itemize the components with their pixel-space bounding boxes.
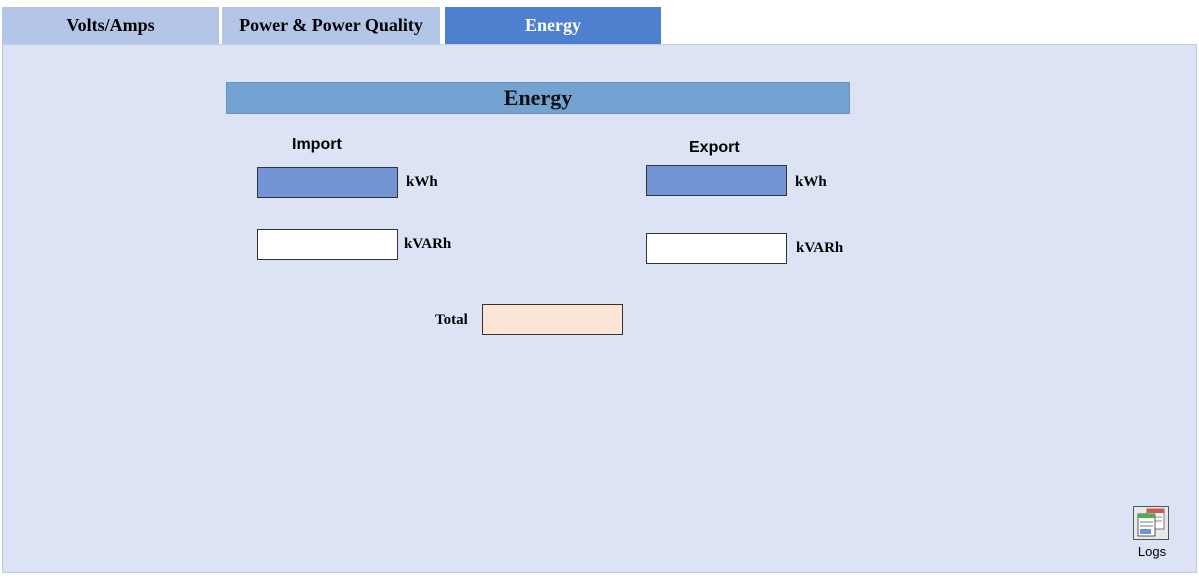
export-heading: Export xyxy=(689,139,740,156)
export-kvarh-field[interactable] xyxy=(646,233,787,264)
export-kwh-unit: kWh xyxy=(795,174,827,190)
import-kwh-unit: kWh xyxy=(406,174,438,190)
import-heading: Import xyxy=(292,136,342,153)
import-kwh-field[interactable] xyxy=(257,167,398,198)
tab-volts-amps[interactable]: Volts/Amps xyxy=(2,7,219,44)
total-field[interactable] xyxy=(482,304,623,335)
export-kvarh-unit: kVARh xyxy=(796,240,844,256)
total-label: Total xyxy=(435,312,468,328)
import-kvarh-field[interactable] xyxy=(257,229,398,260)
logs-icon xyxy=(1133,506,1169,540)
tab-energy[interactable]: Energy xyxy=(445,7,661,44)
export-kwh-field[interactable] xyxy=(646,165,787,196)
section-title: Energy xyxy=(226,82,850,114)
import-kvarh-unit: kVARh xyxy=(404,236,452,252)
logs-button[interactable]: Logs xyxy=(1131,506,1171,562)
tab-power-quality[interactable]: Power & Power Quality xyxy=(222,7,440,44)
logs-label: Logs xyxy=(1137,544,1167,559)
